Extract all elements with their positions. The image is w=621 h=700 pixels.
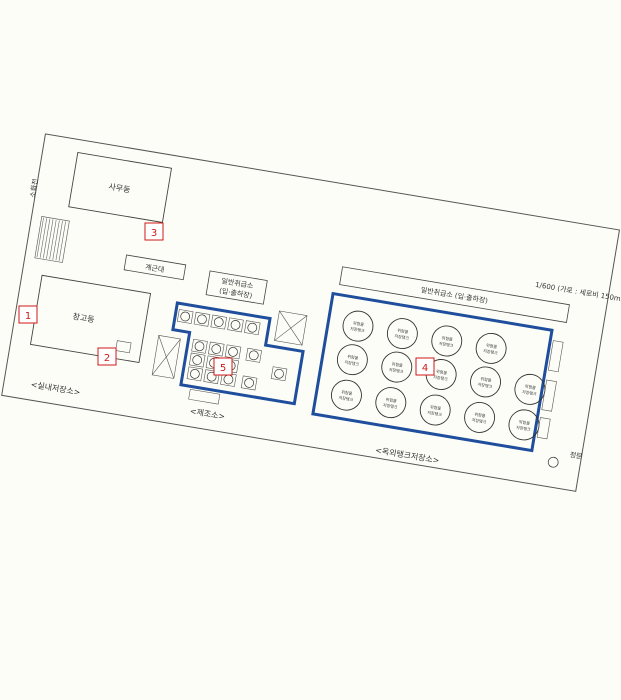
mfg-equipment-unit	[245, 347, 262, 363]
tank-label-line1: 위험물	[519, 418, 531, 426]
mfg-equipment-unit	[210, 314, 227, 330]
tank-label-line2: 저장탱크	[483, 347, 499, 355]
tank-label-line2: 저장탱크	[338, 394, 354, 402]
tank-label-line1: 위험물	[480, 375, 492, 383]
tank-label-line1: 위험물	[436, 368, 448, 376]
tank-label-line2: 저장탱크	[477, 381, 493, 389]
mfg-equipment-unit	[270, 366, 288, 382]
svg-text:5: 5	[220, 363, 226, 374]
tank-label-line1: 위험물	[353, 319, 365, 327]
hatched-area	[34, 216, 70, 263]
marker-1: 1	[18, 305, 38, 324]
mfg-equipment-unit	[227, 317, 244, 333]
tank-label-line2: 저장탱크	[433, 373, 449, 381]
tank-label-line1: 위험물	[441, 334, 453, 342]
manufacturing-highlight	[171, 301, 305, 406]
tank-label-line2: 저장탱크	[427, 409, 443, 417]
indoor-storage-caption: <실내저장소>	[30, 379, 81, 397]
tank-storage-caption: <옥외탱크저장소>	[375, 445, 441, 466]
tank-label-line1: 위험물	[430, 403, 442, 411]
mfg-equipment-unit	[224, 344, 242, 360]
mfg-equipment-unit	[244, 320, 261, 336]
tank-label-line1: 위험물	[341, 388, 353, 396]
general-handling-main	[339, 266, 570, 323]
tank-label-line2: 저장탱크	[383, 401, 399, 409]
tank-label-line1: 위험물	[486, 342, 498, 350]
markers: 1 2 3 4 5	[18, 222, 435, 376]
svg-text:4: 4	[422, 363, 428, 374]
tank-label-line1: 위험물	[385, 396, 397, 404]
tank-label-line2: 저장탱크	[344, 358, 360, 366]
site-boundary	[1, 133, 621, 492]
tank-label-line1: 위험물	[474, 411, 486, 419]
manufacturing-frames	[151, 310, 308, 379]
side-equipment	[536, 340, 564, 440]
manufacturing-caption: <제조소>	[189, 407, 225, 422]
warehouse-label: 창고동	[72, 312, 95, 325]
mfg-equipment-unit	[188, 352, 206, 368]
tank-label-line1: 위험물	[347, 353, 359, 361]
marker-3: 3	[144, 222, 164, 241]
mfg-equipment-unit	[186, 366, 204, 382]
gate-circle	[547, 456, 559, 468]
manufacturing-tag	[188, 388, 221, 405]
mfg-equipment-unit	[240, 375, 258, 391]
marker-5: 5	[213, 357, 233, 376]
svg-text:2: 2	[104, 353, 110, 364]
weighbridge	[123, 254, 187, 281]
marker-2: 2	[97, 347, 117, 366]
tank-label-line2: 저장탱크	[389, 366, 405, 374]
mfg-equipment-unit	[203, 369, 220, 385]
tank-storage-highlight	[311, 291, 554, 453]
fire-hydrant-label: 소화전	[28, 178, 40, 199]
warehouse-door	[115, 340, 132, 354]
office-building	[68, 151, 173, 223]
tank-label-line2: 저장탱크	[522, 388, 538, 396]
general-handling-small	[205, 270, 268, 305]
scale-note: 1/600 (가로 : 세로비 150mm × 세로비 50mm)	[535, 280, 621, 314]
main-gate-label: 정문	[569, 450, 584, 461]
tank-label-line2: 저장탱크	[516, 424, 532, 432]
mfg-equipment-unit	[176, 309, 194, 324]
mfg-equipment-unit	[191, 338, 208, 354]
tank-label-line2: 저장탱크	[471, 416, 487, 424]
svg-text:3: 3	[151, 228, 157, 239]
tank-label-line1: 위험물	[524, 383, 536, 391]
office-label: 사무동	[108, 182, 131, 195]
mfg-equipment-unit	[193, 311, 211, 327]
marker-4: 4	[415, 357, 435, 376]
tank-label-line2: 저장탱크	[439, 340, 455, 348]
svg-text:1: 1	[25, 311, 31, 322]
tank-label-line1: 위험물	[391, 360, 403, 368]
tank-label-line2: 저장탱크	[350, 325, 366, 333]
tank-label-line1: 위험물	[397, 327, 409, 335]
site-plan-rotated: 사무동 창고동 계근대 일반취급소 (입·출하장) 일반취급소 (입·출	[1, 133, 621, 492]
weighbridge-label: 계근대	[144, 262, 165, 274]
general-handling-main-label: 일반취급소 (입·출하장)	[420, 285, 489, 305]
mfg-equipment-unit	[208, 341, 225, 357]
tank-label-line2: 저장탱크	[394, 332, 410, 340]
